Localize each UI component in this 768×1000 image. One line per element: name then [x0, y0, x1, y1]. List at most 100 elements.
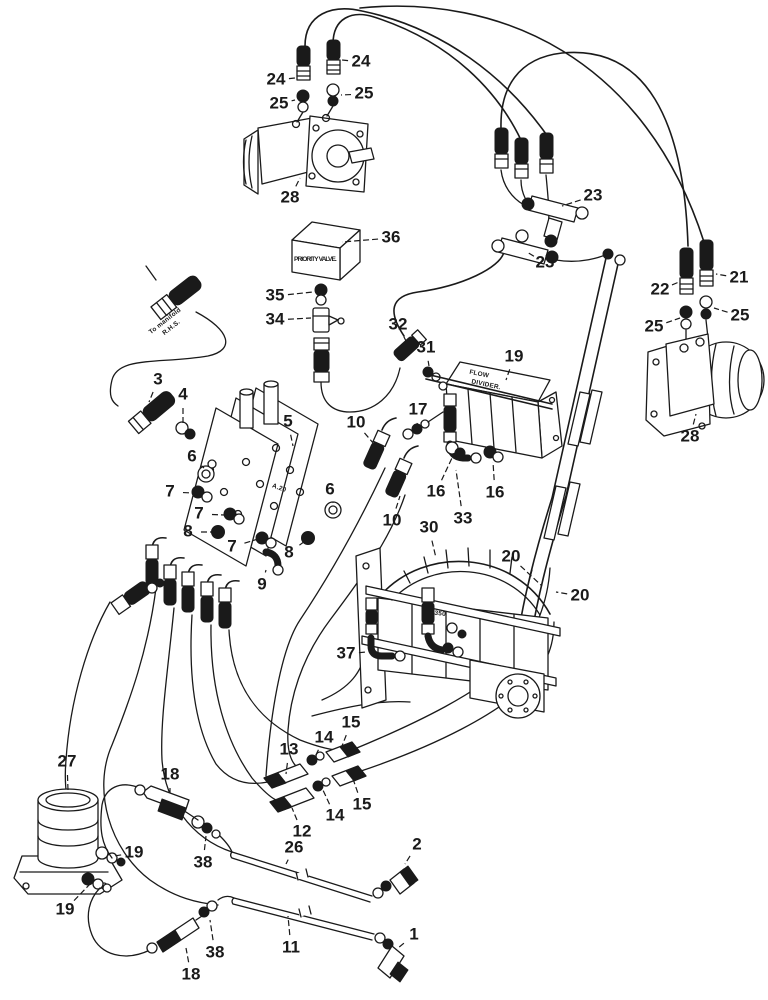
leader-line — [211, 513, 226, 516]
leader-line — [73, 883, 91, 902]
callout-label-24: 24 — [352, 51, 371, 70]
callout-label-16: 16 — [486, 482, 505, 501]
leader-line — [185, 947, 190, 963]
hydraulic-motor-right — [645, 333, 765, 437]
callout-label-14: 14 — [315, 727, 334, 746]
hose-3-assembly: To manifold R.H.S. — [109, 265, 227, 440]
leader-line — [291, 99, 296, 102]
callout-label-8: 8 — [284, 542, 293, 561]
leader-line — [505, 369, 511, 381]
priority-valve: PRIORITY VALVE. — [291, 221, 361, 281]
priority-valve-label: PRIORITY VALVE. — [294, 256, 337, 263]
callout-label-7: 7 — [165, 481, 174, 500]
callout-label-8: 8 — [183, 521, 192, 540]
leader-line — [351, 775, 359, 793]
callout-label-9: 9 — [257, 574, 266, 593]
valve-block-marking: A.20 — [271, 482, 287, 494]
callout-label-37: 37 — [337, 643, 356, 662]
callout-label-35: 35 — [266, 285, 285, 304]
callout-label-15: 15 — [353, 794, 372, 813]
leader-line — [66, 774, 69, 791]
fittings-21-22-25 — [679, 239, 714, 347]
engine: P 350 — [311, 547, 561, 719]
leader-line — [341, 734, 347, 747]
callout-label-18: 18 — [161, 764, 180, 783]
leader-line — [395, 495, 401, 509]
callout-label-20: 20 — [571, 585, 590, 604]
leader-line — [358, 651, 367, 654]
leader-line — [666, 317, 681, 324]
callout-label-20: 20 — [502, 546, 521, 565]
leader-line — [341, 59, 349, 62]
engine-fittings — [365, 587, 467, 662]
callout-label-12: 12 — [293, 821, 312, 840]
leader-line — [113, 854, 122, 857]
engine-marking: P 350 — [428, 609, 447, 618]
callout-label-38: 38 — [194, 852, 213, 871]
callout-label-18: 18 — [182, 964, 201, 983]
flow-divider-label-1: FLOW — [469, 369, 491, 380]
callout-label-16: 16 — [427, 481, 446, 500]
leader-line — [314, 749, 319, 758]
callout-label-5: 5 — [283, 411, 292, 430]
leader-line — [455, 469, 462, 507]
callout-label-13: 13 — [280, 739, 299, 758]
leader-line — [244, 538, 259, 544]
callout-label-23: 23 — [584, 185, 603, 204]
leader-line — [291, 807, 298, 821]
callout-label-6: 6 — [325, 479, 334, 498]
leader-line — [201, 465, 205, 469]
leader-line — [148, 391, 154, 403]
oil-reservoir — [13, 788, 126, 895]
leader-line — [671, 281, 680, 286]
top-hoses — [304, 5, 705, 247]
leader-line — [526, 251, 535, 257]
hoses-20 — [506, 248, 626, 666]
hose-end — [145, 536, 167, 586]
hose-ends-10 — [363, 417, 419, 498]
callout-label-28: 28 — [681, 426, 700, 445]
leader-line — [431, 540, 437, 559]
hose-18-upper — [100, 784, 233, 859]
leader-line — [364, 432, 375, 445]
callout-label-38: 38 — [206, 942, 225, 961]
leader-line — [404, 855, 411, 865]
callout-label-25: 25 — [355, 83, 374, 102]
callout-label-11: 11 — [282, 937, 300, 956]
callout-label-26: 26 — [285, 837, 304, 856]
callout-label-19: 19 — [125, 842, 144, 861]
leader-line — [397, 942, 405, 949]
callout-label-14: 14 — [326, 805, 345, 824]
leader-line — [520, 565, 543, 587]
gear-pump-top — [242, 113, 375, 195]
leader-line — [209, 919, 214, 941]
callout-label-2: 2 — [412, 834, 421, 853]
callout-label-19: 19 — [56, 899, 75, 918]
leader-line — [203, 835, 207, 851]
leader-line — [492, 461, 495, 481]
callout-label-24: 24 — [267, 69, 286, 88]
leader-line — [692, 413, 697, 425]
leader-line — [713, 307, 728, 313]
callout-label-28: 28 — [281, 187, 300, 206]
callout-label-10: 10 — [347, 412, 366, 431]
leader-line — [287, 291, 314, 296]
callout-label-1: 1 — [409, 924, 418, 943]
callout-label-15: 15 — [342, 712, 361, 731]
leader-line — [285, 762, 288, 775]
leader-line — [295, 177, 301, 187]
hose-end — [200, 573, 222, 623]
callout-label-22: 22 — [651, 279, 670, 298]
leader-line — [287, 915, 291, 936]
callout-label-10: 10 — [383, 510, 402, 529]
callout-label-34: 34 — [266, 309, 285, 328]
leader-line — [285, 859, 289, 865]
pipe-11 — [231, 897, 409, 983]
callout-label-7: 7 — [194, 503, 203, 522]
leader-line — [341, 238, 379, 243]
leader-line — [290, 434, 294, 447]
leader-line — [288, 77, 296, 80]
